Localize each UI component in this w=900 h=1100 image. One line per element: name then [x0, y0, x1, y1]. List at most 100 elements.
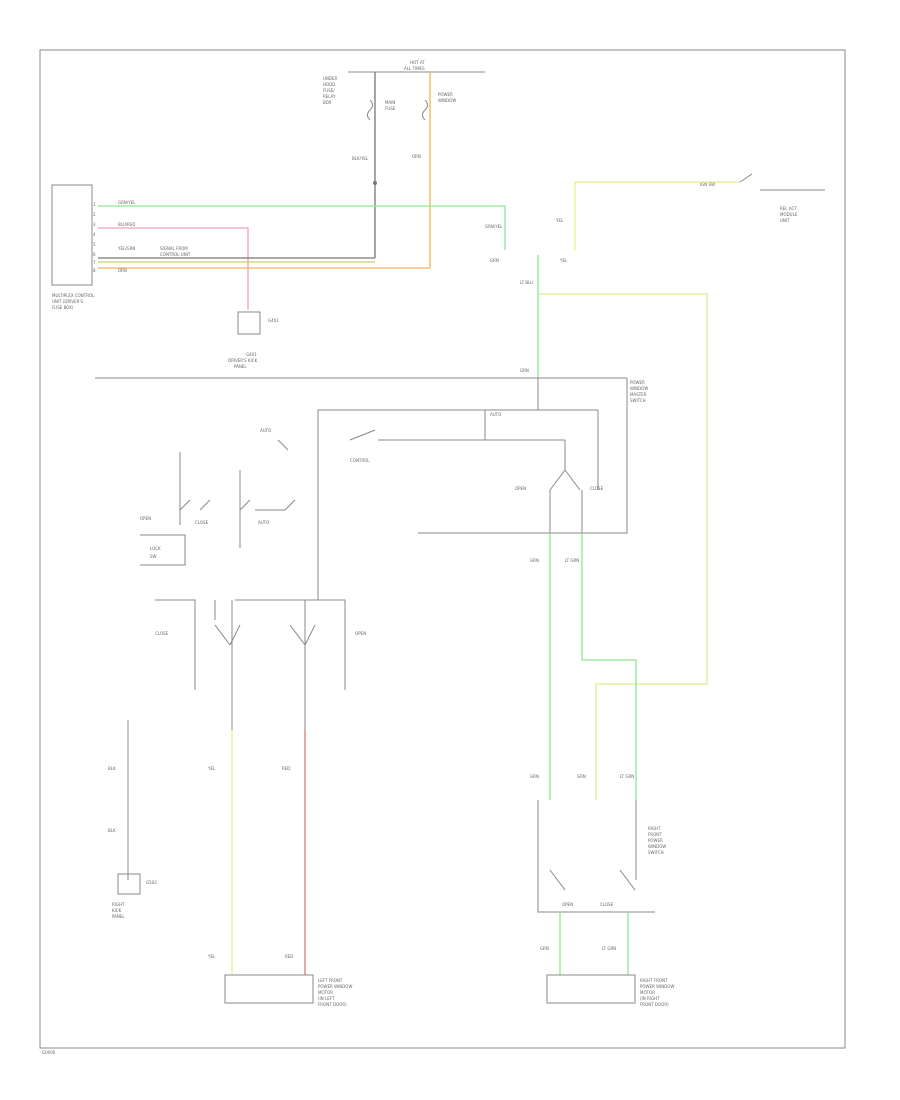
sw-caption-2: WINDOW — [630, 386, 648, 391]
right-motor-sw-1: RIGHT — [648, 826, 661, 831]
sw-caption-3: MASTER — [630, 392, 647, 397]
fuse-right-label-2: WINDOW — [438, 98, 456, 103]
conn-wire-label-1: GRN/YEL — [118, 200, 136, 205]
bot-right-motor-2: POWER WINDOW — [640, 984, 674, 989]
open-label: OPEN — [515, 486, 526, 491]
conn-pin-6: 6 — [93, 252, 96, 257]
bot-left-wire-red: RED — [285, 954, 293, 959]
fuse-left-label-1: MAIN — [385, 100, 395, 105]
bot-left-motor-2: POWER WINDOW — [318, 984, 352, 989]
wire-yel-label: YEL — [207, 766, 216, 771]
fuse-left-symbol — [367, 99, 373, 121]
conn-pin-4: 4 — [93, 232, 96, 237]
bot-right-motor-4: (IN RIGHT — [640, 996, 660, 1001]
updown-block-left — [155, 599, 196, 690]
sw-caption-1: POWER — [630, 380, 645, 385]
bot-right-motor-1: RIGHT FRONT — [640, 978, 668, 983]
conn-pin-3: 3 — [93, 222, 96, 227]
ground-note: G401 — [268, 318, 279, 323]
left-ground-caption-2: RIGHT — [112, 902, 125, 907]
ground-caption-1: G401 — [246, 352, 257, 357]
conn-pin-5: 5 — [93, 242, 96, 247]
conn-wire-label-3: YEL/GRN — [117, 246, 135, 251]
yel-top-label: YEL — [555, 218, 564, 223]
wire-label-orn: ORN — [412, 154, 421, 159]
bot-right-wire-1: GRN — [540, 946, 549, 951]
right-unit-label-3: UNIT — [780, 218, 790, 223]
right-switch-frame — [537, 800, 655, 913]
right-unit-label-1: REL ACT — [780, 206, 797, 211]
right-motor-pin-open: OPEN — [562, 902, 573, 907]
left-front-motor — [224, 974, 314, 1004]
right-unit-label-2: MODULE — [780, 212, 798, 217]
conn-pin-2: 2 — [93, 212, 96, 217]
updown-block-top — [214, 599, 346, 690]
updown-label-open: OPEN — [355, 631, 366, 636]
close-label: CLOSE — [590, 486, 604, 491]
bus-label: GRN — [520, 368, 529, 373]
left-ground-caption-1: G502 — [146, 880, 157, 885]
right-motor-sw-4: WINDOW — [648, 844, 666, 849]
wire-lblu-label: LT BLU — [520, 280, 533, 285]
left-switch-label-3: AUTO — [258, 520, 269, 525]
sub-switch-label: CONTROL — [350, 458, 370, 463]
fuse-note-1: UNDER — [323, 76, 338, 81]
fuse-right-symbol — [422, 99, 428, 121]
left-box-label-2: SW — [150, 554, 157, 559]
right-front-motor — [546, 974, 636, 1004]
footer-code: G0000 — [42, 1050, 56, 1055]
left-ground-label-1: BLK — [108, 766, 116, 771]
wire-grnyel — [98, 205, 506, 250]
left-module-label-2: UNIT (DRIVER'S — [52, 299, 84, 304]
top-switch-label: AUTO — [490, 412, 501, 417]
bot-left-motor-3: MOTOR — [318, 990, 333, 995]
left-switch-label-1: OPEN — [140, 516, 151, 521]
wire-blured — [98, 227, 249, 310]
bot-left-motor-1: LEFT FRONT — [318, 978, 343, 983]
fuse-left-label-2: FUSE — [385, 106, 396, 111]
conn-wire-label-2: BLU/RED — [118, 222, 135, 227]
ground-caption-2: DRIVER'S KICK — [228, 358, 258, 363]
right-motor-pin-close: CLOSE — [600, 902, 614, 907]
right-switch-contacts — [549, 869, 636, 891]
top-fuse-label-2: ALL TIMES — [404, 66, 425, 71]
mid-grn-label: GRN — [490, 258, 499, 263]
conn-note-1: SIGNAL FROM — [160, 246, 188, 251]
bot-right-motor-3: MOTOR — [640, 990, 655, 995]
mid-right-wire-2: GRN — [577, 774, 586, 779]
left-module-label-3: FUSE BOX) — [52, 305, 74, 310]
wire-grn-right-loop — [538, 293, 708, 800]
left-ground-caption-4: PANEL — [112, 914, 125, 919]
multiplex-connector — [51, 184, 93, 286]
top-fuse-label-1: HOT AT — [410, 60, 425, 65]
updown-label-close: CLOSE — [155, 631, 169, 636]
ground-g502 — [117, 873, 141, 895]
conn-pin-8: 8 — [93, 268, 96, 273]
diagram-frame — [39, 49, 846, 1049]
open-close-contacts — [549, 440, 581, 491]
master-switch-frame — [418, 378, 628, 534]
fuse-note-4: RELAY — [323, 94, 336, 99]
fuse-note-2: HOOD — [323, 82, 335, 87]
bot-right-wire-2: LT GRN — [602, 946, 616, 951]
updown-contacts — [214, 624, 316, 646]
fuse-right-label-1: POWER — [438, 92, 453, 97]
ground-g401 — [237, 311, 261, 335]
wire-grn-label: GRN — [530, 558, 539, 563]
grnyel-top-label: GRN/YEL — [485, 224, 503, 229]
splice-dot — [373, 181, 377, 185]
mid-right-wire-3: LT GRN — [620, 774, 634, 779]
auto-switch-contact — [277, 439, 289, 451]
bot-left-wire-yel: YEL — [207, 954, 216, 959]
mid-yel-label: YEL — [559, 258, 568, 263]
bot-left-motor-4: (IN LEFT — [318, 996, 335, 1001]
conn-pin-7: 7 — [93, 260, 96, 265]
left-switch-contacts — [179, 499, 296, 511]
right-motor-sw-3: POWER — [648, 838, 663, 843]
wire-label-blkyel: BLK/YEL — [352, 156, 369, 161]
sw-caption-4: SWITCH — [630, 398, 646, 403]
left-module-label-1: MULTIPLEX CONTROL — [52, 293, 95, 298]
fuse-note-3: FUSE/ — [323, 88, 335, 93]
inner-frame — [317, 409, 599, 600]
